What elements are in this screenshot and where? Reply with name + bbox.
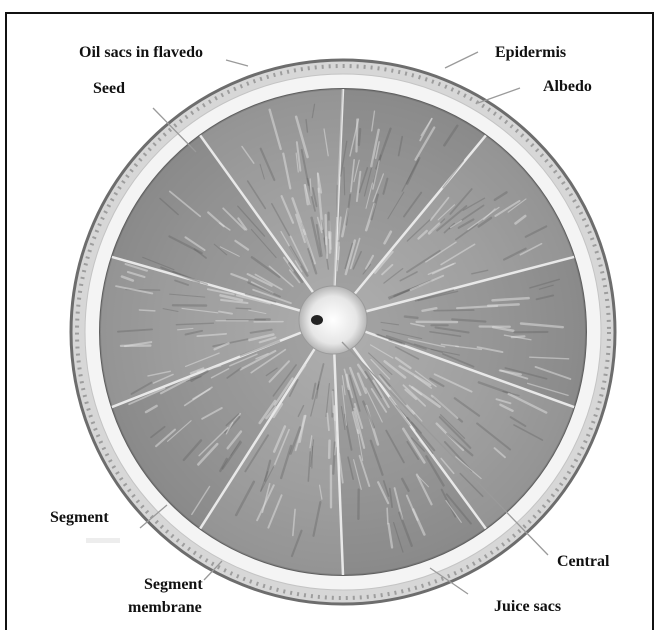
citrus-fruit-illustration (71, 60, 615, 604)
juice-sac-fiber (434, 310, 474, 311)
juice-sac-fiber (488, 304, 519, 305)
label-segment-membrane-line2: membrane (128, 599, 202, 616)
central-core (299, 286, 367, 354)
juice-sac-fiber (139, 310, 154, 311)
juice-sac-fiber (326, 237, 327, 258)
seed-cavity (311, 315, 323, 325)
juice-sac-fiber (330, 234, 331, 249)
smudge (86, 538, 120, 543)
label-epidermis: Epidermis (495, 44, 566, 61)
juice-sac-fiber (405, 317, 418, 318)
juice-sac-fiber (387, 508, 388, 523)
oil-sacs-leader (226, 60, 248, 66)
label-central: Central (557, 553, 610, 570)
albedo-leader (478, 88, 520, 103)
label-seed: Seed (93, 80, 125, 97)
juice-sac-fiber (236, 308, 251, 309)
juice-sac-fiber (338, 243, 339, 259)
label-juice-sacs: Juice sacs (494, 598, 561, 615)
juice-sac-fiber (344, 167, 345, 194)
label-albedo: Albedo (543, 78, 592, 95)
epidermis-leader (445, 52, 478, 68)
juice-sac-fiber (333, 392, 334, 413)
juice-sac-fiber (359, 129, 360, 144)
label-segment-membrane-line1: Segment (144, 576, 203, 593)
label-oil-sacs: Oil sacs in flavedo (79, 44, 203, 61)
label-segment: Segment (50, 509, 109, 526)
